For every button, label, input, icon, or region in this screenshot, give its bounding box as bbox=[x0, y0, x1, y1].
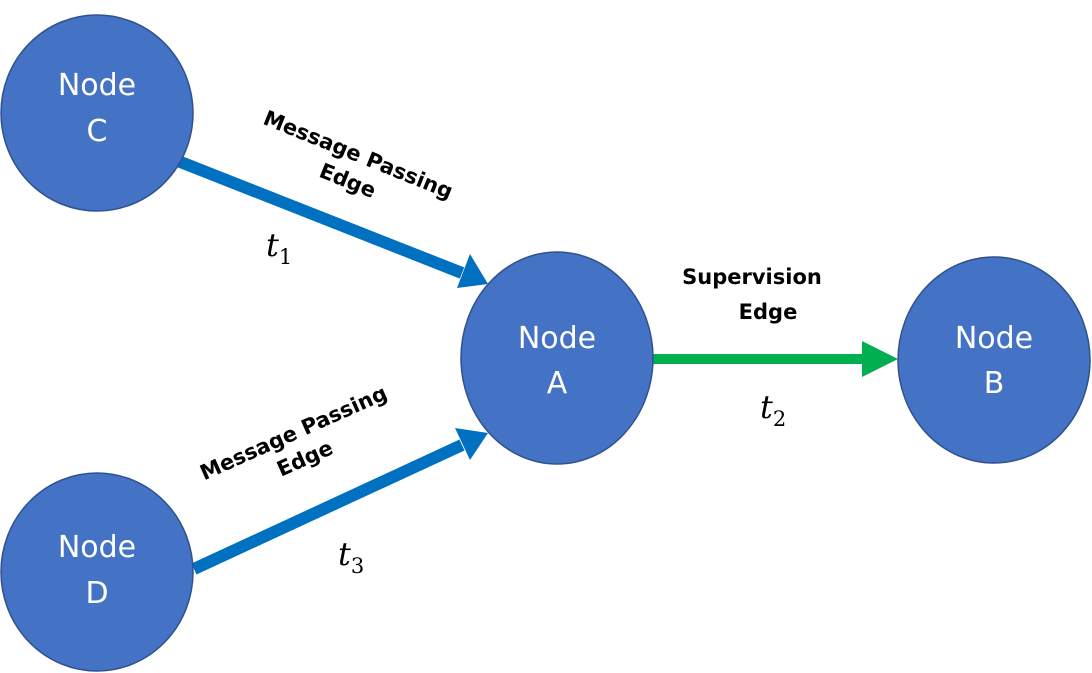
edge-a-to-b-arrowhead bbox=[862, 341, 898, 377]
edge-c-to-a-line bbox=[175, 155, 465, 279]
node-c-circle bbox=[0, 14, 194, 212]
node-a-label-line1: Node bbox=[518, 321, 596, 356]
node-d: Node D bbox=[0, 472, 194, 672]
node-d-circle bbox=[0, 472, 194, 672]
edge-c-to-a-label: Message Passing Edge bbox=[260, 106, 456, 204]
node-b-label-line1: Node bbox=[955, 321, 1033, 356]
node-a-label-line2: A bbox=[547, 366, 568, 401]
edge-a-to-b-time-var: t bbox=[760, 388, 773, 426]
edge-a-to-b-time-sub: 2 bbox=[773, 407, 786, 431]
edge-c-to-a bbox=[175, 155, 488, 288]
edge-d-to-a-arrowhead bbox=[455, 428, 488, 460]
edge-c-to-a-time-sub: 1 bbox=[279, 245, 292, 269]
edge-d-to-a-time: t3 bbox=[338, 535, 364, 578]
edge-c-to-a-arrowhead bbox=[457, 254, 488, 288]
node-c: Node C bbox=[0, 14, 194, 212]
node-c-label-line2: C bbox=[87, 114, 108, 149]
edge-d-to-a-time-sub: 3 bbox=[351, 554, 364, 578]
edge-a-to-b-label-line2: Edge bbox=[739, 300, 798, 324]
node-b: Node B bbox=[897, 256, 1091, 464]
edge-a-to-b-time: t2 bbox=[760, 388, 786, 431]
edge-d-to-a-time-var: t bbox=[338, 535, 351, 573]
node-c-label-line1: Node bbox=[58, 68, 136, 103]
edge-a-to-b-label: Supervision Edge bbox=[682, 265, 822, 324]
edge-d-to-a-line bbox=[191, 439, 465, 575]
node-a: Node A bbox=[460, 251, 654, 465]
node-b-label-line2: B bbox=[984, 366, 1005, 401]
node-d-label-line2: D bbox=[85, 576, 108, 611]
edge-a-to-b bbox=[652, 341, 898, 377]
edge-d-to-a bbox=[191, 428, 488, 575]
edge-a-to-b-label-line1: Supervision bbox=[682, 265, 822, 289]
node-d-label-line1: Node bbox=[58, 530, 136, 565]
node-b-circle bbox=[897, 256, 1091, 464]
edge-c-to-a-time: t1 bbox=[266, 226, 292, 269]
edge-c-to-a-time-var: t bbox=[266, 226, 279, 264]
node-a-circle bbox=[460, 251, 654, 465]
